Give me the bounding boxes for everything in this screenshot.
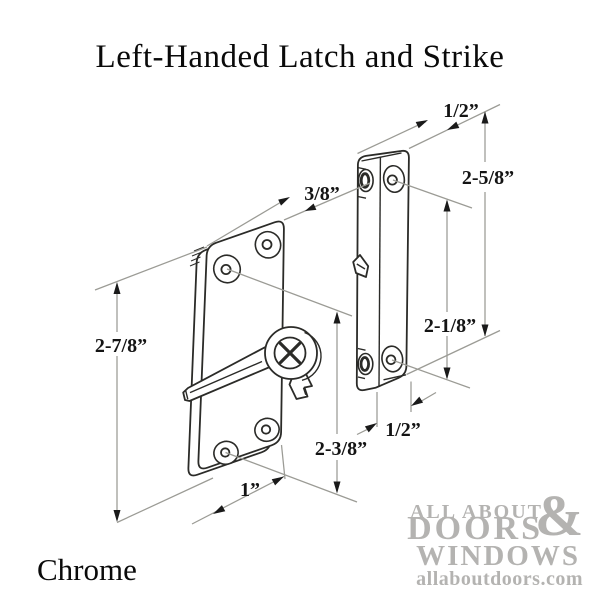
- dimension-labels: 1/2” 2-5/8” 3/8” 2-7/8” 2-1/8” 1/2” 2-3/…: [95, 100, 514, 501]
- watermark-line-doors: DOORS: [407, 510, 543, 547]
- latch-corner-hatch: [189, 246, 205, 267]
- dim-label-latch-plate-offset: 3/8”: [304, 183, 340, 205]
- dimension-lines: [94, 103, 501, 525]
- dim-label-strike-bottom-width: 1/2”: [385, 419, 421, 441]
- page-title: Left-Handed Latch and Strike: [95, 39, 505, 75]
- finish-label: Chrome: [37, 552, 137, 587]
- watermark-ampersand: &: [535, 483, 584, 548]
- strike-side-holes: [357, 168, 374, 376]
- strike-keeper-tab: [352, 254, 370, 278]
- dim-label-latch-hole-spacing: 2-3/8”: [315, 438, 367, 460]
- strike-front-edge: [378, 156, 382, 388]
- dim-label-strike-height: 2-5/8”: [462, 167, 514, 189]
- strike-plate-body: [355, 149, 410, 392]
- strike-plate: [352, 149, 410, 392]
- latch-plate-front-face: [197, 220, 285, 470]
- strike-screw-holes: [381, 164, 406, 373]
- watermark-line-all-about: ALL ABOUT: [409, 501, 543, 523]
- watermark-line-windows: WINDOWS: [416, 540, 580, 572]
- watermark-url: allaboutdoors.com: [416, 568, 583, 590]
- dim-label-latch-height: 2-7/8”: [95, 335, 147, 357]
- latch-pivot: [264, 326, 322, 400]
- dim-label-strike-top-width: 1/2”: [443, 100, 479, 122]
- latch-plate: [182, 220, 322, 477]
- dim-label-latch-width: 1”: [240, 479, 260, 501]
- dimension-arrowheads: [113, 111, 489, 522]
- dim-label-strike-hole-spacing: 2-1/8”: [424, 315, 476, 337]
